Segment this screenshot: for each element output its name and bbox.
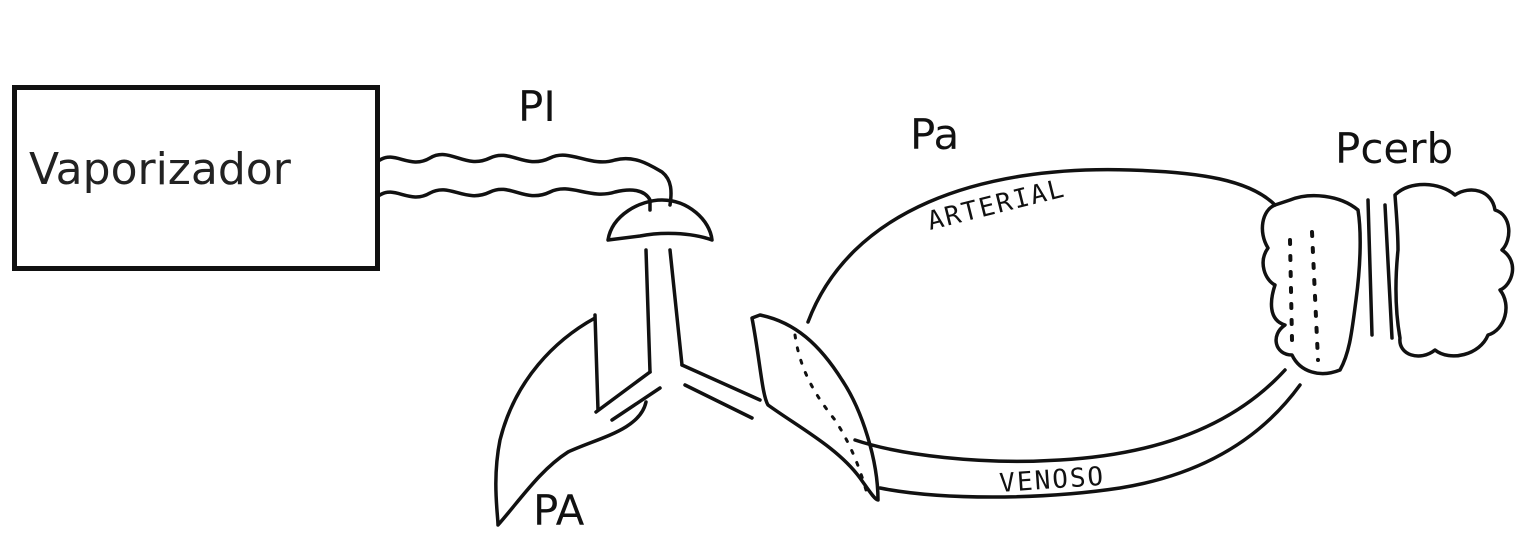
face-mask [608,200,712,240]
trachea [646,250,682,372]
membrane-barrier [1368,200,1392,338]
brain-tissue [1262,196,1360,374]
left-lung [496,315,646,525]
right-lung [752,315,878,500]
arterial-text: ARTERIAL [924,174,1068,237]
brain-cloud [1395,184,1513,356]
bronchi [596,365,760,420]
delivery-tube [380,155,671,210]
